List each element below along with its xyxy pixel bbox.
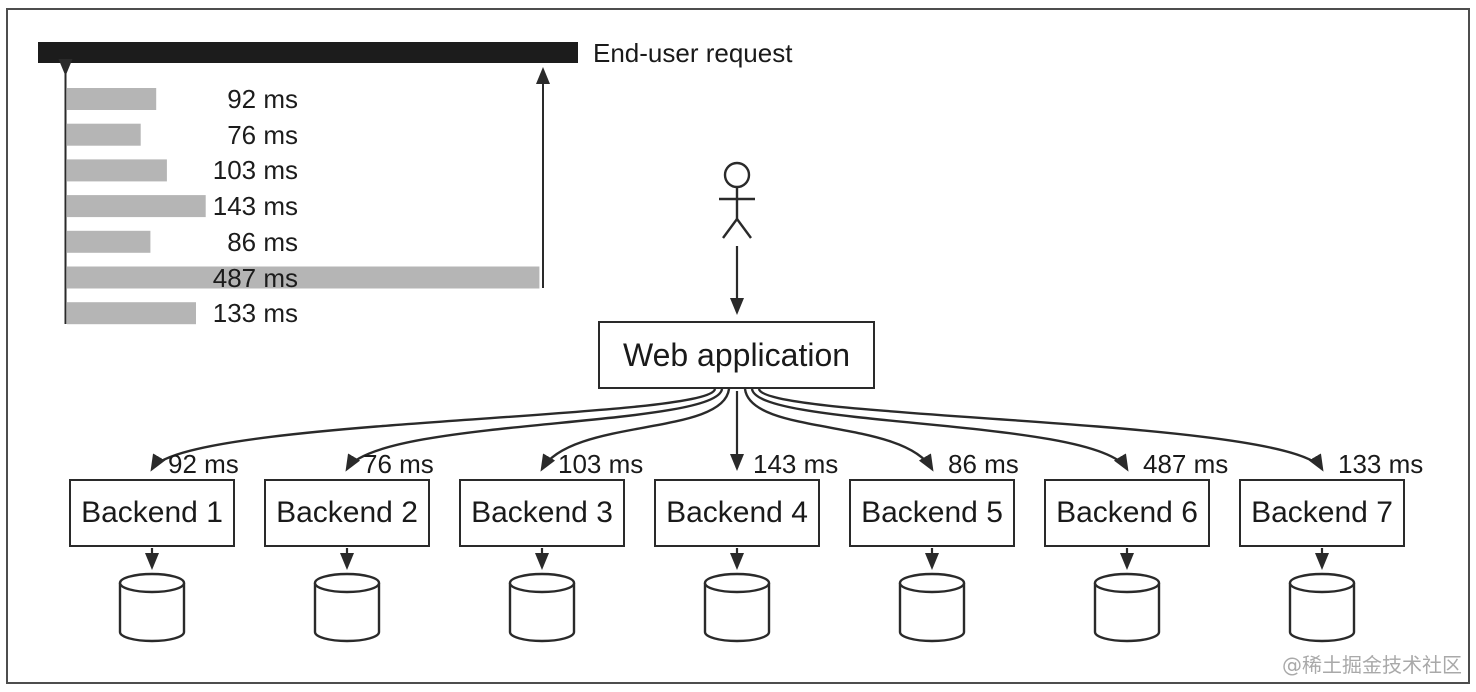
request-arrow bbox=[540, 388, 731, 472]
actor-leg bbox=[736, 218, 752, 239]
end-user-request-label: End-user request bbox=[593, 38, 793, 68]
latency-bar bbox=[67, 195, 206, 218]
backend-label: Backend 6 bbox=[1056, 496, 1198, 529]
latency-bar bbox=[67, 266, 540, 289]
latency-bar bbox=[67, 123, 141, 146]
database-icon bbox=[508, 572, 576, 643]
watermark-text: @稀土掘金技术社区 bbox=[1282, 653, 1462, 677]
latency-value: 487 ms bbox=[212, 262, 298, 293]
arrow-latency-label: 487 ms bbox=[1143, 449, 1229, 479]
latency-value: 133 ms bbox=[212, 298, 298, 329]
request-fanout-arrows bbox=[150, 388, 1324, 472]
backend-node: Backend 7 bbox=[1239, 479, 1405, 547]
request-arrow bbox=[743, 388, 934, 472]
latency-bar bbox=[67, 159, 167, 182]
arrow-latency-label: 133 ms bbox=[1338, 449, 1424, 479]
backend-node: Backend 2 bbox=[264, 479, 430, 547]
database-icon bbox=[703, 572, 771, 643]
actor-leg bbox=[722, 218, 738, 239]
backend-node: Backend 5 bbox=[849, 479, 1015, 547]
latency-value: 92 ms bbox=[227, 84, 298, 114]
latency-value: 143 ms bbox=[212, 191, 298, 222]
latency-bar bbox=[67, 302, 196, 325]
web-application-node: Web application bbox=[598, 321, 875, 389]
web-application-label: Web application bbox=[622, 336, 851, 373]
latency-bar-chart bbox=[38, 42, 578, 325]
user-actor-icon bbox=[719, 161, 755, 315]
backend-node: Backend 3 bbox=[459, 479, 625, 547]
end-user-request-bar bbox=[38, 42, 578, 63]
database-icons bbox=[118, 548, 1356, 643]
backend-label: Backend 5 bbox=[861, 496, 1003, 529]
backend-node: Backend 4 bbox=[654, 479, 820, 547]
request-arrow bbox=[150, 388, 717, 472]
latency-value: 103 ms bbox=[212, 155, 298, 186]
backend-label: Backend 3 bbox=[471, 496, 613, 529]
latency-bar bbox=[67, 88, 157, 110]
latency-bar bbox=[67, 230, 151, 253]
arrow-latency-label: 86 ms bbox=[948, 449, 1019, 479]
actor-head bbox=[723, 161, 751, 189]
backend-label: Backend 4 bbox=[666, 496, 808, 529]
database-icon bbox=[118, 572, 186, 643]
arrow-latency-label: 76 ms bbox=[363, 449, 434, 479]
latency-value: 86 ms bbox=[227, 226, 298, 257]
backend-label: Backend 1 bbox=[81, 496, 223, 529]
backend-node: Backend 6 bbox=[1044, 479, 1210, 547]
backend-label: Backend 2 bbox=[276, 496, 418, 529]
request-arrow bbox=[345, 388, 724, 472]
database-icon bbox=[1288, 572, 1356, 643]
backend-label: Backend 7 bbox=[1251, 496, 1393, 529]
database-icon bbox=[1093, 572, 1161, 643]
arrow-latency-label: 92 ms bbox=[168, 449, 239, 479]
database-icon bbox=[898, 572, 966, 643]
latency-value: 76 ms bbox=[227, 119, 298, 150]
backend-node: Backend 1 bbox=[69, 479, 235, 547]
arrow-latency-label: 103 ms bbox=[558, 449, 644, 479]
database-icon bbox=[313, 572, 381, 643]
request-arrow bbox=[757, 388, 1324, 472]
request-arrow bbox=[750, 388, 1129, 472]
arrow-latency-label: 143 ms bbox=[753, 449, 839, 479]
